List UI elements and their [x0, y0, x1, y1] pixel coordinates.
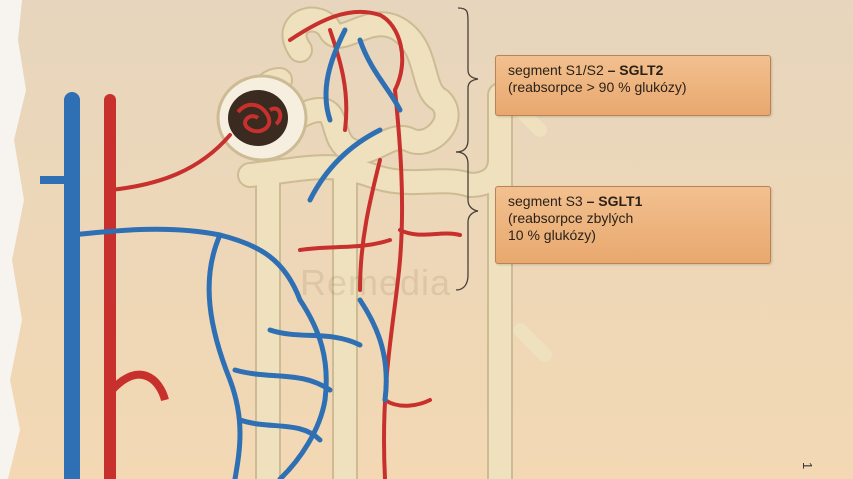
callout-2-description-line1: (reabsorpce zbylých: [508, 210, 758, 227]
callout-segment-s1-s2: segment S1/S2 – SGLT2 (reabsorpce > 90 %…: [495, 55, 771, 116]
callout-1-label: segment S1/S2: [508, 62, 608, 78]
callout-2-transporter: – SGLT1: [587, 193, 643, 209]
watermark: Remedia: [300, 262, 451, 304]
callout-2-description-line2: 10 % glukózy): [508, 227, 758, 244]
glomerulus: [218, 76, 306, 160]
callout-1-description: (reabsorpce > 90 % glukózy): [508, 79, 758, 96]
callout-2-label: segment S3: [508, 193, 587, 209]
callout-1-transporter: – SGLT2: [608, 62, 664, 78]
callout-segment-s3: segment S3 – SGLT1 (reabsorpce zbylých 1…: [495, 186, 771, 264]
corner-mark: 1: [800, 462, 815, 469]
